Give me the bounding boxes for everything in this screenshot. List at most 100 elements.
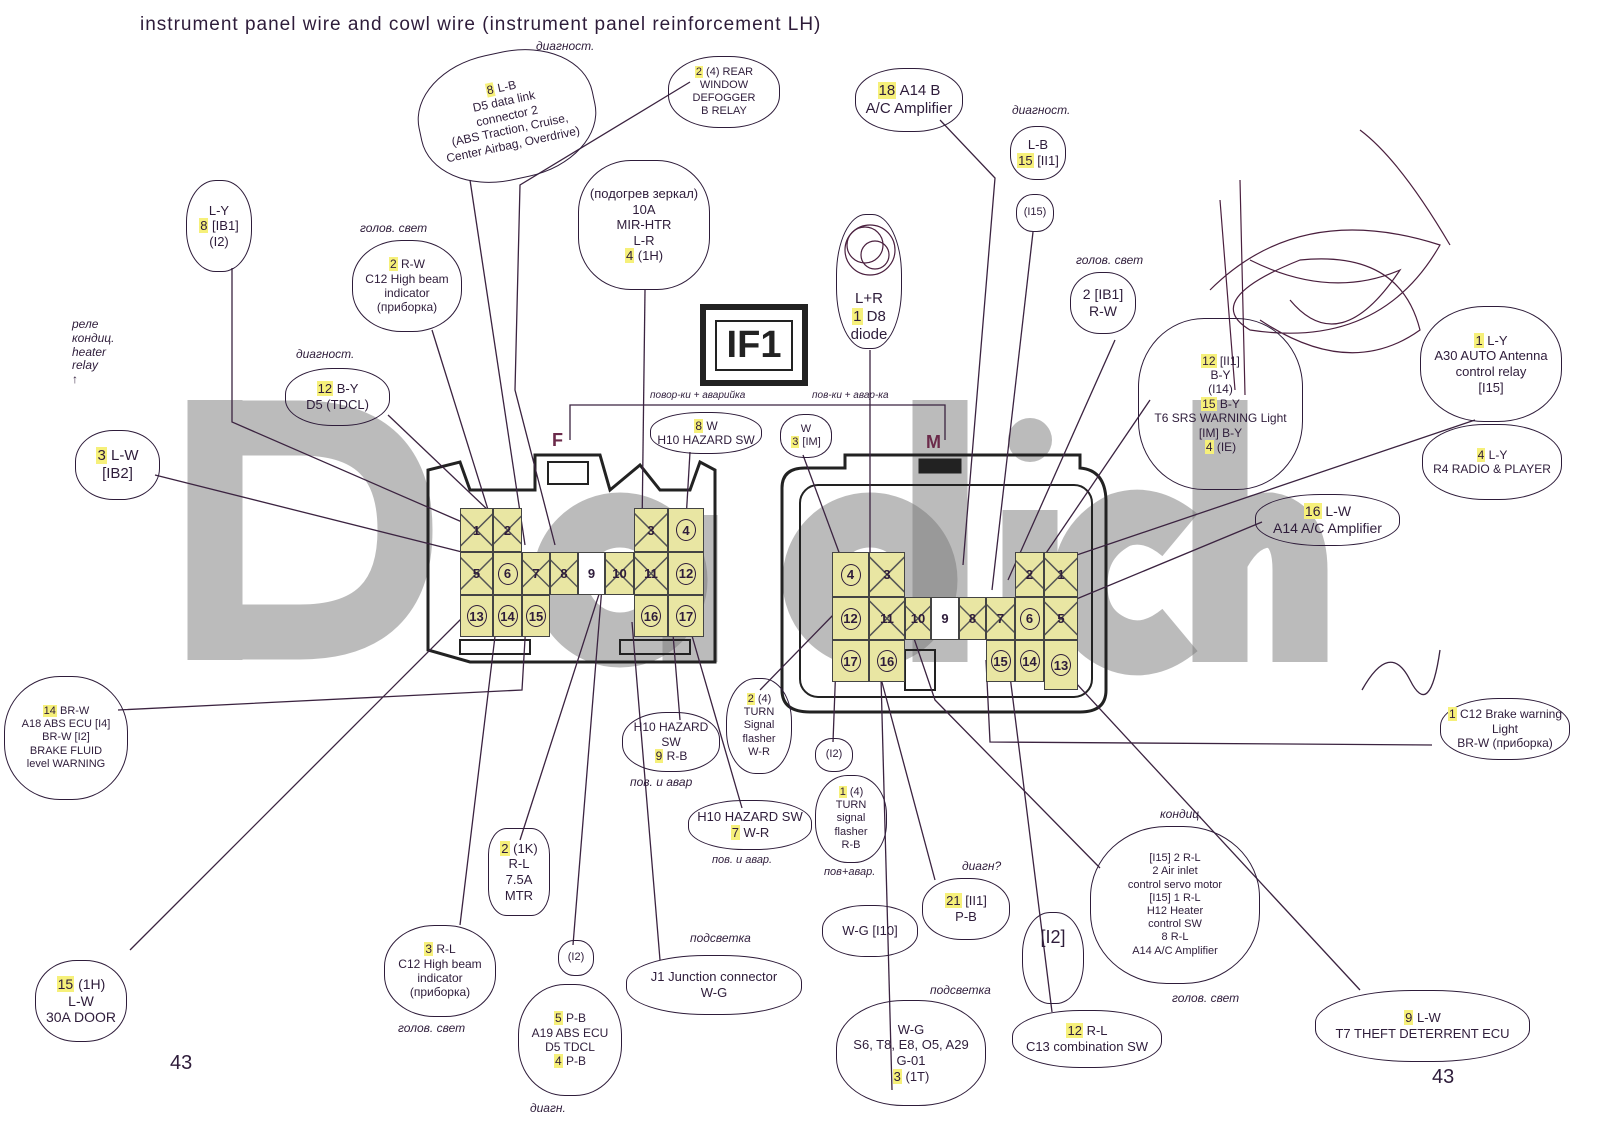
ib2-bubble[interactable]: 3 L-W[IB2] <box>75 430 160 500</box>
left-connector-pin-2[interactable]: 2 <box>493 508 522 552</box>
right-connector-pin-10[interactable]: 10 <box>905 597 931 640</box>
pin-number: 11 <box>644 566 658 581</box>
i15-small-bubble[interactable]: (I15) <box>1016 194 1054 232</box>
right-connector-pin-17[interactable]: 17 <box>832 640 869 682</box>
left-connector-pin-8[interactable]: 8 <box>550 552 578 595</box>
i2-abs-bubble[interactable]: (I2) <box>558 940 594 976</box>
right-connector-pin-3[interactable]: 3 <box>869 552 905 597</box>
pin-number-highlight: 21 <box>945 893 962 909</box>
bubble-line: (I2) <box>209 233 229 249</box>
bubble-line: control SW <box>1148 918 1202 931</box>
bubble-line: 4 (IE) <box>1204 439 1236 454</box>
ib1-rw-bubble[interactable]: 2 [IB1]R-W <box>1070 272 1136 334</box>
pin-number-highlight: 2 <box>388 257 398 272</box>
pin-number: 13 <box>1051 654 1071 676</box>
right-connector-pin-16[interactable]: 16 <box>869 640 905 682</box>
bubble-line: H10 HAZARD SW <box>657 433 755 447</box>
right-connector-pin-12[interactable]: 12 <box>832 597 869 640</box>
left-connector-pin-15[interactable]: 15 <box>522 595 550 637</box>
left-connector-pin-7[interactable]: 7 <box>522 552 550 595</box>
left-connector-pin-16[interactable]: 16 <box>634 595 668 637</box>
right-connector-pin-5[interactable]: 5 <box>1044 597 1078 640</box>
pin-number: 6 <box>1019 607 1040 630</box>
bubble-line: (I14) <box>1208 382 1233 397</box>
pin-number-highlight: 1 <box>852 308 863 325</box>
left-connector-pin-1[interactable]: 1 <box>460 508 493 552</box>
left-connector-pin-14[interactable]: 14 <box>493 595 522 637</box>
left-connector-pin-10[interactable]: 10 <box>605 552 634 595</box>
pin-number: 15 <box>990 650 1011 672</box>
note-diagnostic-4: диагн? <box>962 859 1002 873</box>
left-connector-pin-3[interactable]: 3 <box>634 508 668 552</box>
pin-number-highlight: 2 <box>500 840 510 856</box>
right-connector-pin-2[interactable]: 2 <box>1015 552 1044 597</box>
left-connector-pin-11[interactable]: 11 <box>634 552 668 595</box>
pin-number-highlight: 9 <box>654 749 664 764</box>
bubble-line: SW <box>661 734 681 749</box>
right-connector-pin-4[interactable]: 4 <box>832 552 869 597</box>
left-connector-pin-4[interactable]: 4 <box>668 508 704 552</box>
left-connector-pin-5[interactable]: 5 <box>460 552 493 595</box>
left-connector-pin-9[interactable]: 9 <box>578 552 605 595</box>
right-connector-pin-8[interactable]: 8 <box>959 597 986 640</box>
right-connector-pin-9[interactable]: 9 <box>931 597 959 640</box>
right-connector-pin-6[interactable]: 6 <box>1015 597 1044 640</box>
i2-turn-bubble[interactable]: (I2) <box>815 738 853 772</box>
pin-number-highlight: 3 <box>892 1068 902 1084</box>
bubble-line: 7 W-R <box>730 825 770 841</box>
pin-number: 16 <box>877 650 897 672</box>
pin-number-highlight: 15 <box>1201 396 1217 411</box>
bubble-text: W-R <box>739 825 770 840</box>
bubble-line: W <box>800 422 812 435</box>
right-connector-pin-11[interactable]: 11 <box>869 597 905 640</box>
left-connector-pin-13[interactable]: 13 <box>460 595 493 637</box>
right-connector-pin-15[interactable]: 15 <box>986 640 1015 682</box>
i2-big-bubble[interactable]: [I2] <box>1022 912 1084 1004</box>
left-connector-pin-12[interactable]: 12 <box>668 552 704 595</box>
ii1-pb-bubble[interactable]: 21 [II1]P-B <box>922 878 1010 940</box>
left-connector-pin-17[interactable]: 17 <box>668 595 704 637</box>
right-connector-pin-13[interactable]: 13 <box>1044 640 1078 690</box>
right-connector-pin-14[interactable]: 14 <box>1015 640 1044 682</box>
bubble-text: (4) <box>754 693 772 706</box>
right-connector-pin-7[interactable]: 7 <box>986 597 1015 640</box>
right-connector-pin-1[interactable]: 1 <box>1044 552 1078 597</box>
bubble-text: (1H) <box>634 248 664 264</box>
bubble-text: L-W <box>1413 1010 1441 1026</box>
bubble-line: J1 Junction connector <box>650 969 778 985</box>
left-connector-pin-6[interactable]: 6 <box>493 552 522 595</box>
i10-bubble[interactable]: W-G [I10] <box>822 905 918 957</box>
pin-number-highlight: 14 <box>42 705 57 718</box>
bubble-text: [IM] <box>799 436 821 448</box>
bubble-line: 3 (1T) <box>892 1068 929 1085</box>
